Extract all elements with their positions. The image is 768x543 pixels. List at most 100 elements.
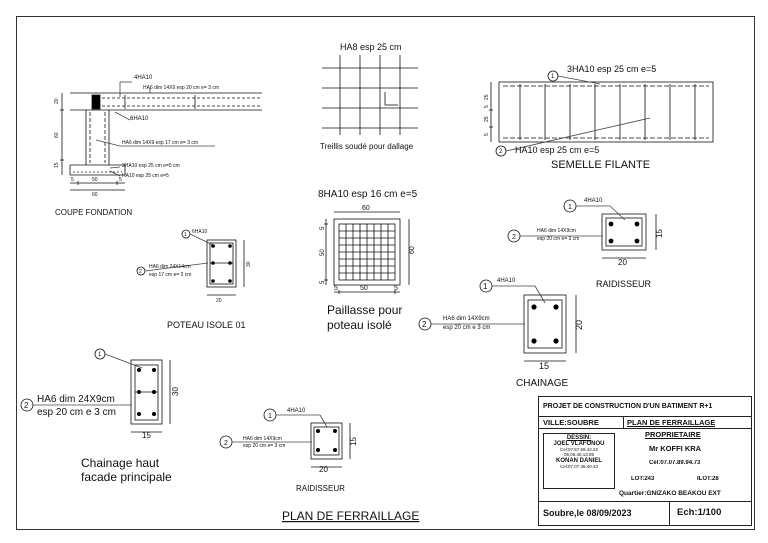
raid-r-label-2b: esp 20 cm e= 3 cm — [537, 236, 579, 242]
paillasse-dim-b3: 5 — [394, 285, 398, 292]
tb-divider — [623, 417, 624, 428]
tb-ilot: ILOT:28 — [697, 476, 719, 482]
poteau-label-2b: esp 17 cm e= 3 cm — [149, 272, 191, 278]
cf-stirrup-mid-label: HA6 dim 14X9 esp 17 cm e= 3 cm — [122, 140, 198, 146]
tb-dessin-box: DESSIN: JOEL VLAFONOU Cel:07.57.59.42.22… — [543, 433, 615, 489]
poteau-marker-2: 2 — [139, 269, 142, 275]
semelle-dim-a: 25 — [484, 94, 490, 100]
tb-proprietaire-name: Mr KOFFI KRA — [649, 444, 702, 453]
paillasse-plan — [324, 211, 410, 294]
tb-divider-bottom — [669, 501, 670, 525]
raid-r-title: RAIDISSEUR — [596, 279, 652, 289]
tb-date: Soubre,le 08/09/2023 — [543, 508, 632, 518]
chainage-section — [418, 279, 577, 362]
raid-r-marker-2: 2 — [512, 234, 516, 241]
tb-konan-tel: Cel:07.07.36.40.43 — [559, 464, 599, 469]
chainage-haut-bars — [137, 368, 156, 416]
chainage-label-1: 4HA10 — [497, 278, 516, 284]
raid-r-dim-side: 15 — [655, 229, 664, 238]
semelle-label-top: 3HA10 esp 25 cm e=5 — [567, 64, 656, 74]
paillasse-dim-top: 60 — [362, 205, 370, 212]
tb-dessin-tel: Cel:07.57.59.42.22 — [559, 447, 599, 452]
raid-r-marker-1: 1 — [568, 204, 572, 211]
cf-top-bars-label: 4HA10 — [134, 75, 153, 81]
raid-b-title: RAIDISSEUR — [296, 484, 345, 493]
tb-plan: PLAN DE FERRAILLAGE — [627, 418, 716, 427]
cf-dim-15: 15 — [54, 162, 60, 168]
title-block: PROJET DE CONSTRUCTION D'UN BATIMENT R+1… — [538, 396, 752, 526]
paillasse-dim-l1: 5 — [320, 226, 326, 230]
tb-row-project: PROJET DE CONSTRUCTION D'UN BATIMENT R+1 — [539, 397, 751, 417]
chainage-marker-1: 1 — [483, 282, 488, 291]
cf-cross-label: 3HA10 esp 25 cm e=5 cm — [122, 163, 180, 169]
cf-stirrup-top-label: HA6 dim 14X9 esp 20 cm e= 3 cm — [143, 85, 219, 91]
poteau-bars — [211, 244, 232, 283]
tb-row-divider — [539, 501, 751, 502]
cf-bottom-bars-label: 6HA10 — [130, 116, 149, 122]
raidisseur-bottom-bars — [316, 429, 337, 452]
chainage-dim-bottom: 15 — [539, 361, 549, 371]
chainage-haut-section — [20, 348, 171, 433]
chainage-bars — [531, 304, 559, 344]
tb-proprietaire-label: PROPRIETAIRE — [645, 430, 701, 439]
semelle-dim-c: 25 — [484, 116, 490, 122]
ch-haut-label-2a: HA6 dim 24X9cm — [37, 394, 115, 405]
cf-dim-20: 20 — [54, 98, 60, 104]
chainage-title: CHAINAGE — [516, 378, 569, 389]
poteau-marker-1: 1 — [184, 232, 187, 238]
raidisseur-right-bars — [608, 221, 640, 244]
raid-r-label-1: 4HA10 — [584, 198, 603, 204]
chainage-label-2a: HA6 dim 14X9cm — [443, 316, 490, 322]
cf-title: COUPE FONDATION — [55, 208, 132, 217]
tb-dessin-tel2: 05.06.40.13.85 — [563, 452, 595, 457]
chainage-label-2b: esp 20 cm e 3 cm — [443, 325, 490, 331]
poteau-dim-side: 30 — [246, 261, 252, 267]
tb-scale: Ech:1/100 — [677, 507, 722, 518]
cf-dim-5a: 5 — [71, 177, 74, 183]
raid-b-marker-1: 1 — [268, 413, 272, 420]
ch-haut-label-2b: esp 20 cm e 3 cm — [37, 407, 116, 418]
paillasse-dim-b2: 50 — [360, 285, 368, 292]
tb-konan-name: KONAN DANIEL — [556, 458, 602, 464]
semelle-dim-b: 5 — [484, 105, 490, 108]
tb-dessin-name: JOEL VLAFONOU — [553, 441, 605, 447]
semelle-marker-2: 2 — [499, 149, 503, 155]
section-mark — [91, 94, 101, 110]
raid-b-label-2b: esp 20 cm e= 3 cm — [243, 443, 285, 449]
poteau-dim-bottom: 20 — [216, 298, 222, 304]
treillis-label-top: HA8 esp 25 cm — [340, 42, 402, 52]
raid-b-marker-2: 2 — [224, 440, 228, 447]
semelle-dim-d: 5 — [484, 133, 490, 136]
treillis-grid — [322, 55, 418, 135]
paillasse-dim-b1: 5 — [334, 285, 338, 292]
ch-haut-title-2: facade principale — [81, 470, 172, 484]
tb-project: PROJET DE CONSTRUCTION D'UN BATIMENT R+1 — [543, 403, 713, 410]
paillasse-dim-l2: 50 — [320, 249, 326, 256]
tb-ville: VILLE:SOUBRE — [543, 418, 599, 427]
paillasse-dim-l3: 5 — [320, 280, 326, 284]
chainage-dim-side: 20 — [574, 320, 584, 330]
tb-lot: LOT:243 — [631, 476, 655, 482]
ch-haut-dim-side: 30 — [171, 387, 180, 396]
raid-r-label-2a: HA6 dim 14X9cm — [537, 228, 576, 234]
raid-b-dim-bottom: 20 — [319, 465, 328, 474]
ch-haut-marker-2: 2 — [24, 401, 29, 410]
semelle-label-bottom: HA10 esp 25 cm e=5 — [515, 145, 599, 155]
treillis-title: Treillis soudé pour dallage — [320, 142, 414, 151]
sheet-title: PLAN DE FERRAILLAGE — [282, 509, 419, 523]
cf-long-label: HA10 esp 25 cm e=5 — [122, 173, 169, 179]
semelle-title: SEMELLE FILANTE — [551, 159, 650, 171]
poteau-section — [136, 229, 245, 296]
raid-b-label-1: 4HA10 — [287, 408, 306, 414]
cf-dim-60b: 60 — [92, 192, 98, 198]
semelle-marker-1: 1 — [551, 74, 555, 80]
raidisseur-bottom-section — [219, 408, 351, 468]
raid-b-dim-side: 15 — [349, 437, 358, 446]
drawing-frame — [16, 16, 755, 530]
raid-b-label-2a: HA6 dim 14X9cm — [243, 436, 282, 442]
ch-haut-marker-1: 1 — [98, 352, 102, 358]
tb-row-ville: VILLE:SOUBRE PLAN DE FERRAILLAGE — [539, 417, 751, 429]
cf-dim-50: 50 — [92, 177, 98, 183]
paillasse-title-2: poteau isolé — [327, 318, 392, 332]
